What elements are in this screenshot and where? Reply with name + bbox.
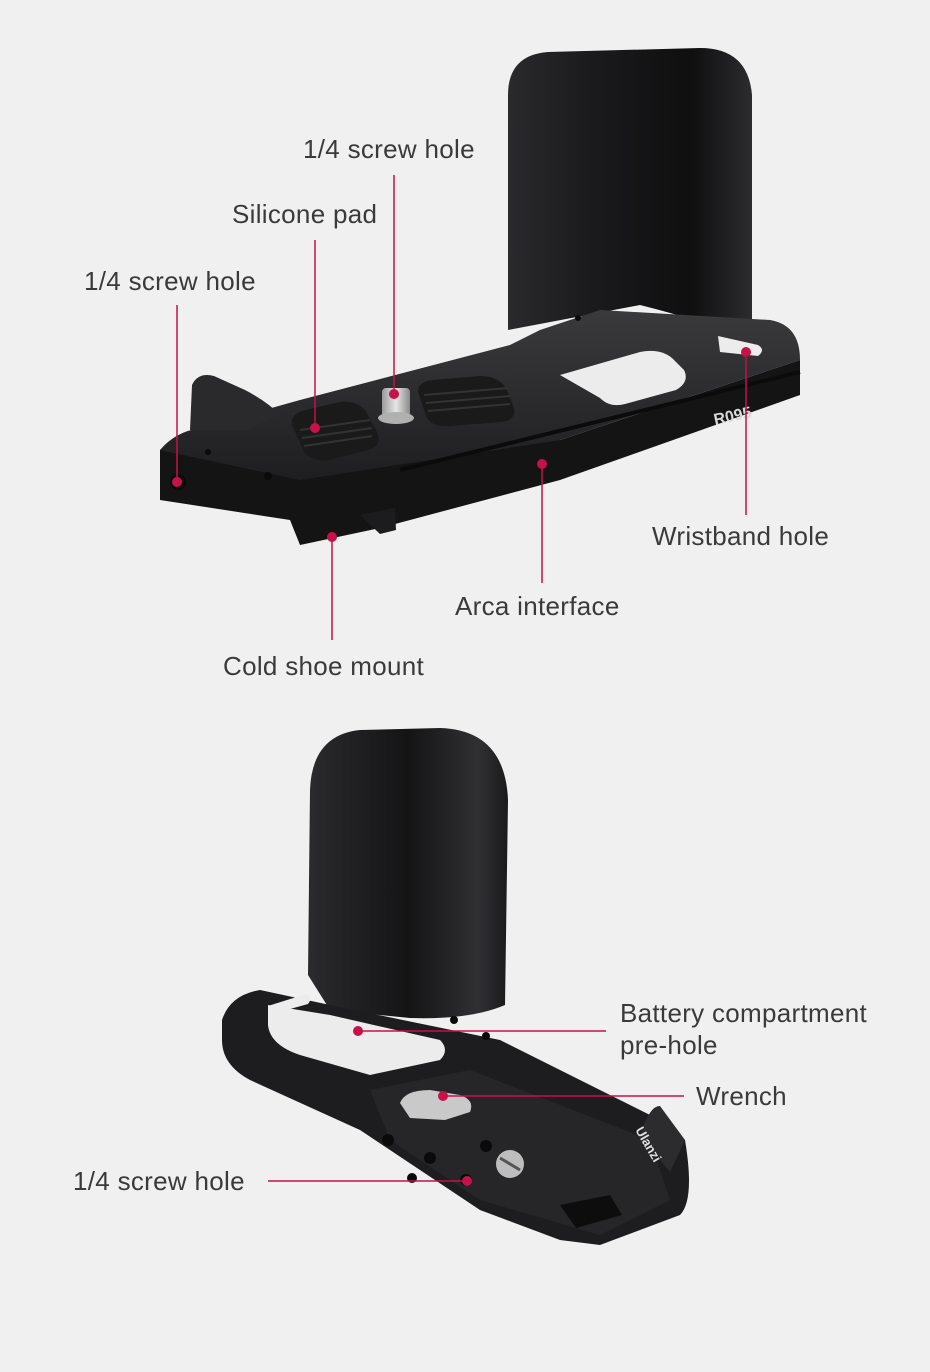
top-screw-hole-label: 1/4 screw hole bbox=[303, 134, 475, 164]
cold-shoe-dot bbox=[327, 532, 337, 542]
wrench-label: Wrench bbox=[696, 1081, 787, 1111]
top-screw-hole-dot bbox=[389, 389, 399, 399]
bottom-view-product: Ulanzi bbox=[222, 728, 689, 1245]
wrench-dot bbox=[438, 1091, 448, 1101]
bottom-screw-hole-label: 1/4 screw hole bbox=[73, 1166, 245, 1196]
wristband-hole-dot bbox=[741, 347, 751, 357]
cold-shoe-mount-label: Cold shoe mount bbox=[223, 651, 425, 681]
battery-prehole-dot bbox=[353, 1026, 363, 1036]
arca-interface-dot bbox=[537, 459, 547, 469]
bottom-screw-hole-dot bbox=[462, 1176, 472, 1186]
callout-leaders bbox=[172, 175, 751, 1186]
top-view-product: R095 bbox=[160, 48, 801, 545]
battery-compartment-label-line1: Battery compartment bbox=[620, 998, 868, 1028]
side-screw-hole-label: 1/4 screw hole bbox=[84, 266, 256, 296]
silicone-pad-dot bbox=[310, 423, 320, 433]
wristband-hole-label: Wristband hole bbox=[652, 521, 830, 551]
battery-compartment-label-line2: pre-hole bbox=[620, 1030, 718, 1060]
arca-interface-label: Arca interface bbox=[455, 591, 620, 621]
silicone-pad-left-shape bbox=[291, 401, 379, 461]
silicone-pad-label: Silicone pad bbox=[232, 199, 378, 229]
silicone-pad-right-shape bbox=[418, 376, 515, 427]
side-screw-hole-dot bbox=[172, 477, 182, 487]
